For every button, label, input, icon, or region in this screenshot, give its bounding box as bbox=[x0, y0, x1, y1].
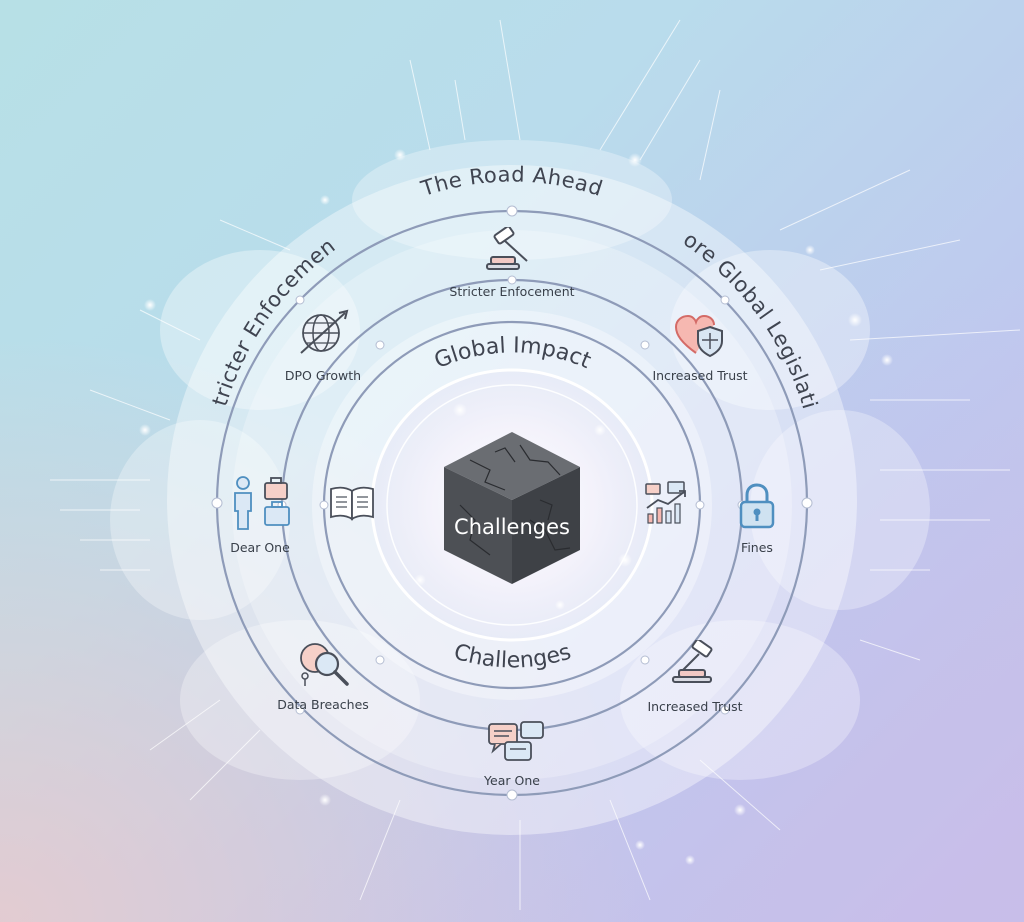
chart-icon bbox=[644, 480, 692, 530]
node-label-data-breaches: Data Breaches bbox=[277, 697, 369, 712]
book-icon bbox=[328, 485, 376, 525]
node-label-fines: Fines bbox=[741, 540, 773, 555]
sparkles bbox=[139, 149, 893, 865]
node-label-increased-trust-top: Increased Trust bbox=[652, 368, 748, 383]
node-label-increased-trust-bottom: Increased Trust bbox=[647, 699, 743, 714]
globe-icon bbox=[295, 309, 351, 361]
node-label-dpo-growth: DPO Growth bbox=[284, 368, 362, 383]
padlock-icon bbox=[737, 482, 777, 534]
gavel-icon bbox=[665, 638, 725, 690]
node-label-stricter-enforcement: Stricter Enfocement bbox=[449, 284, 575, 299]
node-label-year-one: Year One bbox=[484, 773, 540, 788]
center-label: Challenges bbox=[454, 515, 570, 539]
circuit-lines bbox=[50, 19, 1021, 910]
heart-shield-icon bbox=[672, 313, 728, 363]
chat-bubbles-icon bbox=[485, 720, 547, 770]
magnifier-icon bbox=[297, 638, 353, 692]
node-label-dear-one: Dear One bbox=[230, 540, 290, 555]
person-briefcase-icon bbox=[231, 475, 293, 535]
gavel-icon bbox=[481, 225, 543, 277]
cracked-cube bbox=[444, 432, 580, 584]
